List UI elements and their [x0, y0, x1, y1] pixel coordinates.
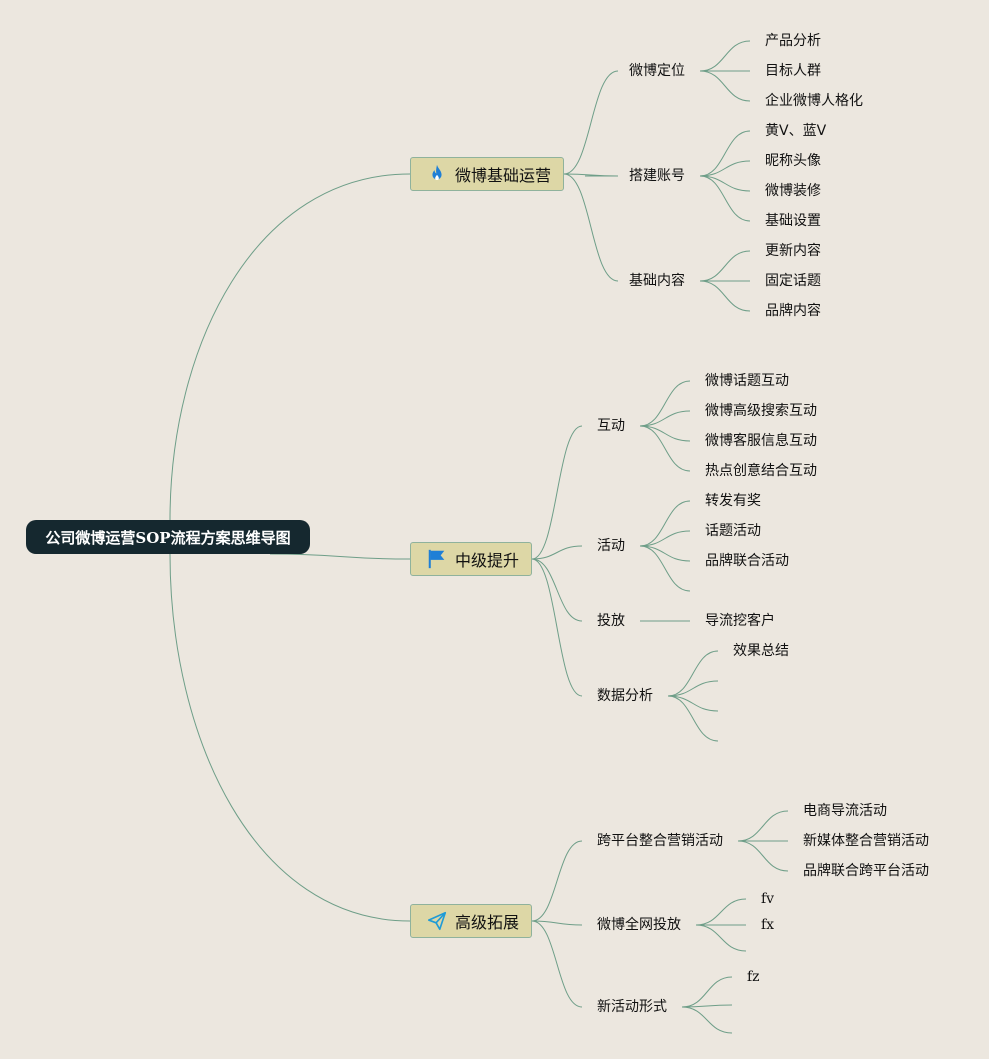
leaf-link: [667, 680, 719, 697]
leaf-node[interactable]: 品牌联合跨平台活动: [803, 863, 929, 879]
leaf-node[interactable]: 企业微博人格化: [765, 93, 863, 109]
sub-node[interactable]: 搭建账号: [629, 168, 685, 184]
paper-plane-icon: [426, 910, 448, 932]
sub-node[interactable]: 互动: [597, 418, 625, 434]
leaf-link: [699, 130, 751, 177]
branch-link: [531, 558, 583, 622]
sub-node[interactable]: 活动: [597, 538, 625, 554]
leaf-link: [681, 976, 733, 1008]
branch-node-basic[interactable]: 微博基础运营: [410, 157, 564, 191]
sub-node[interactable]: 微博定位: [629, 63, 685, 79]
leaf-node[interactable]: 热点创意结合互动: [705, 463, 817, 479]
sub-node[interactable]: 投放: [597, 613, 625, 629]
leaf-node[interactable]: fz: [747, 969, 760, 985]
leaf-node[interactable]: 黄V、蓝V: [765, 123, 827, 139]
leaf-link: [639, 545, 691, 562]
branch-node-intermediate[interactable]: 中级提升: [410, 542, 532, 576]
leaf-node[interactable]: 目标人群: [765, 63, 821, 79]
flag-icon: [426, 548, 448, 570]
branch-link: [531, 545, 583, 560]
leaf-node[interactable]: 昵称头像: [765, 153, 821, 169]
branch-link: [531, 425, 583, 560]
leaf-link: [737, 840, 789, 872]
leaf-link: [667, 695, 719, 742]
leaf-link: [699, 175, 751, 192]
leaf-link: [639, 425, 691, 442]
root-label: 公司微博运营SOP流程方案思维导图: [45, 528, 291, 547]
leaf-node[interactable]: 产品分析: [765, 33, 821, 49]
leaf-node[interactable]: 微博高级搜索互动: [705, 403, 817, 419]
leaf-node[interactable]: fx: [761, 917, 775, 933]
branch-link: [531, 920, 583, 1008]
sub-node[interactable]: 新活动形式: [597, 999, 667, 1015]
branch-label: 微博基础运营: [455, 166, 552, 185]
branch-link: [531, 920, 583, 926]
leaf-node[interactable]: 品牌联合活动: [705, 553, 789, 569]
leaf-link: [639, 410, 691, 427]
root-link-advanced: [169, 553, 411, 922]
leaf-node[interactable]: 固定话题: [765, 273, 821, 289]
leaf-link: [699, 250, 751, 282]
leaf-node[interactable]: fv: [761, 891, 775, 907]
leaf-node[interactable]: 电商导流活动: [803, 803, 887, 819]
leaf-link: [699, 175, 751, 222]
leaf-link: [699, 40, 751, 72]
root-link-basic: [169, 173, 411, 521]
branch-label: 中级提升: [455, 551, 520, 570]
leaf-link: [695, 898, 747, 926]
leaf-node[interactable]: 品牌内容: [765, 303, 821, 319]
leaf-node[interactable]: 微博话题互动: [705, 373, 789, 389]
leaf-link: [639, 545, 691, 592]
sub-node[interactable]: 微博全网投放: [597, 917, 681, 933]
leaf-link: [681, 1006, 733, 1034]
leaf-node[interactable]: 更新内容: [765, 243, 821, 259]
leaf-link: [699, 280, 751, 312]
leaf-node[interactable]: 新媒体整合营销活动: [803, 833, 929, 849]
leaf-link: [639, 500, 691, 547]
leaf-node[interactable]: 导流挖客户: [705, 613, 775, 629]
sub-node[interactable]: 跨平台整合营销活动: [597, 833, 723, 849]
branch-link: [563, 70, 619, 175]
leaf-link: [667, 650, 719, 697]
leaf-link: [681, 1004, 733, 1008]
leaf-node[interactable]: 微博装修: [765, 183, 821, 199]
branch-node-advanced[interactable]: 高级拓展: [410, 904, 532, 938]
sub-node[interactable]: 基础内容: [629, 273, 685, 289]
leaf-node[interactable]: 话题活动: [705, 523, 761, 539]
root-link-intermediate: [269, 553, 411, 560]
leaf-link: [639, 425, 691, 472]
leaf-node[interactable]: 基础设置: [765, 213, 821, 229]
branch-link: [531, 840, 583, 922]
root-node[interactable]: 公司微博运营SOP流程方案思维导图: [26, 520, 310, 554]
leaf-link: [639, 380, 691, 427]
leaf-node[interactable]: 转发有奖: [705, 493, 761, 509]
branch-link: [531, 558, 583, 697]
sub-node[interactable]: 数据分析: [597, 688, 653, 704]
branch-link: [563, 173, 619, 282]
leaf-link: [695, 924, 747, 952]
leaf-link: [737, 810, 789, 842]
leaf-link: [699, 160, 751, 177]
leaf-node[interactable]: 效果总结: [733, 643, 789, 659]
branch-label: 高级拓展: [455, 913, 520, 932]
leaf-link: [699, 70, 751, 102]
leaf-link: [639, 530, 691, 547]
leaf-node[interactable]: 微博客服信息互动: [705, 433, 817, 449]
leaf-link: [667, 695, 719, 712]
fire-icon: [426, 163, 448, 185]
